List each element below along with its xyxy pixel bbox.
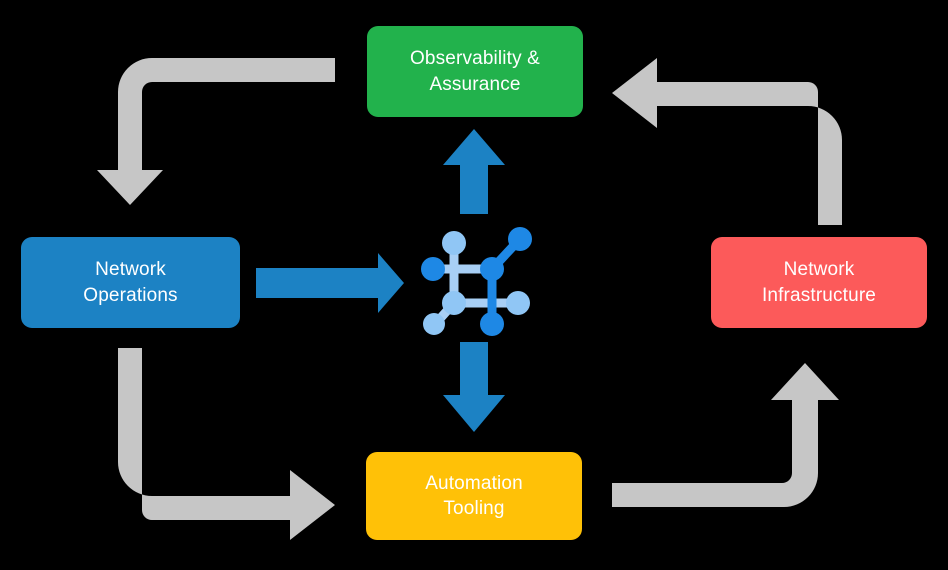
topology-node-light-right <box>506 291 530 315</box>
blue-arrow-center-to-automation <box>443 342 505 432</box>
topology-node-dark-topright <box>508 227 532 251</box>
topology-node-dark-left <box>421 257 445 281</box>
gray-arrow-operations-to-automation <box>118 348 335 540</box>
gray-arrow-infrastructure-to-observability <box>612 58 842 225</box>
gray-arrow-automation-to-infrastructure <box>612 363 839 507</box>
blue-arrow-center-to-observability <box>443 129 505 214</box>
node-network-operations[interactable]: Network Operations <box>21 237 240 328</box>
node-automation-tooling[interactable]: Automation Tooling <box>366 452 582 540</box>
gray-arrow-observability-to-operations <box>97 58 335 205</box>
topology-node-light-top <box>442 231 466 255</box>
topology-node-light-bottomleft <box>423 313 445 335</box>
topology-node-dark-center <box>480 257 504 281</box>
network-topology-icon <box>421 227 532 336</box>
blue-arrow-operations-to-center <box>256 253 404 313</box>
topology-node-dark-bottom <box>480 312 504 336</box>
node-network-infrastructure[interactable]: Network Infrastructure <box>711 237 927 328</box>
topology-node-light-mid <box>442 291 466 315</box>
node-observability-assurance[interactable]: Observability & Assurance <box>367 26 583 117</box>
